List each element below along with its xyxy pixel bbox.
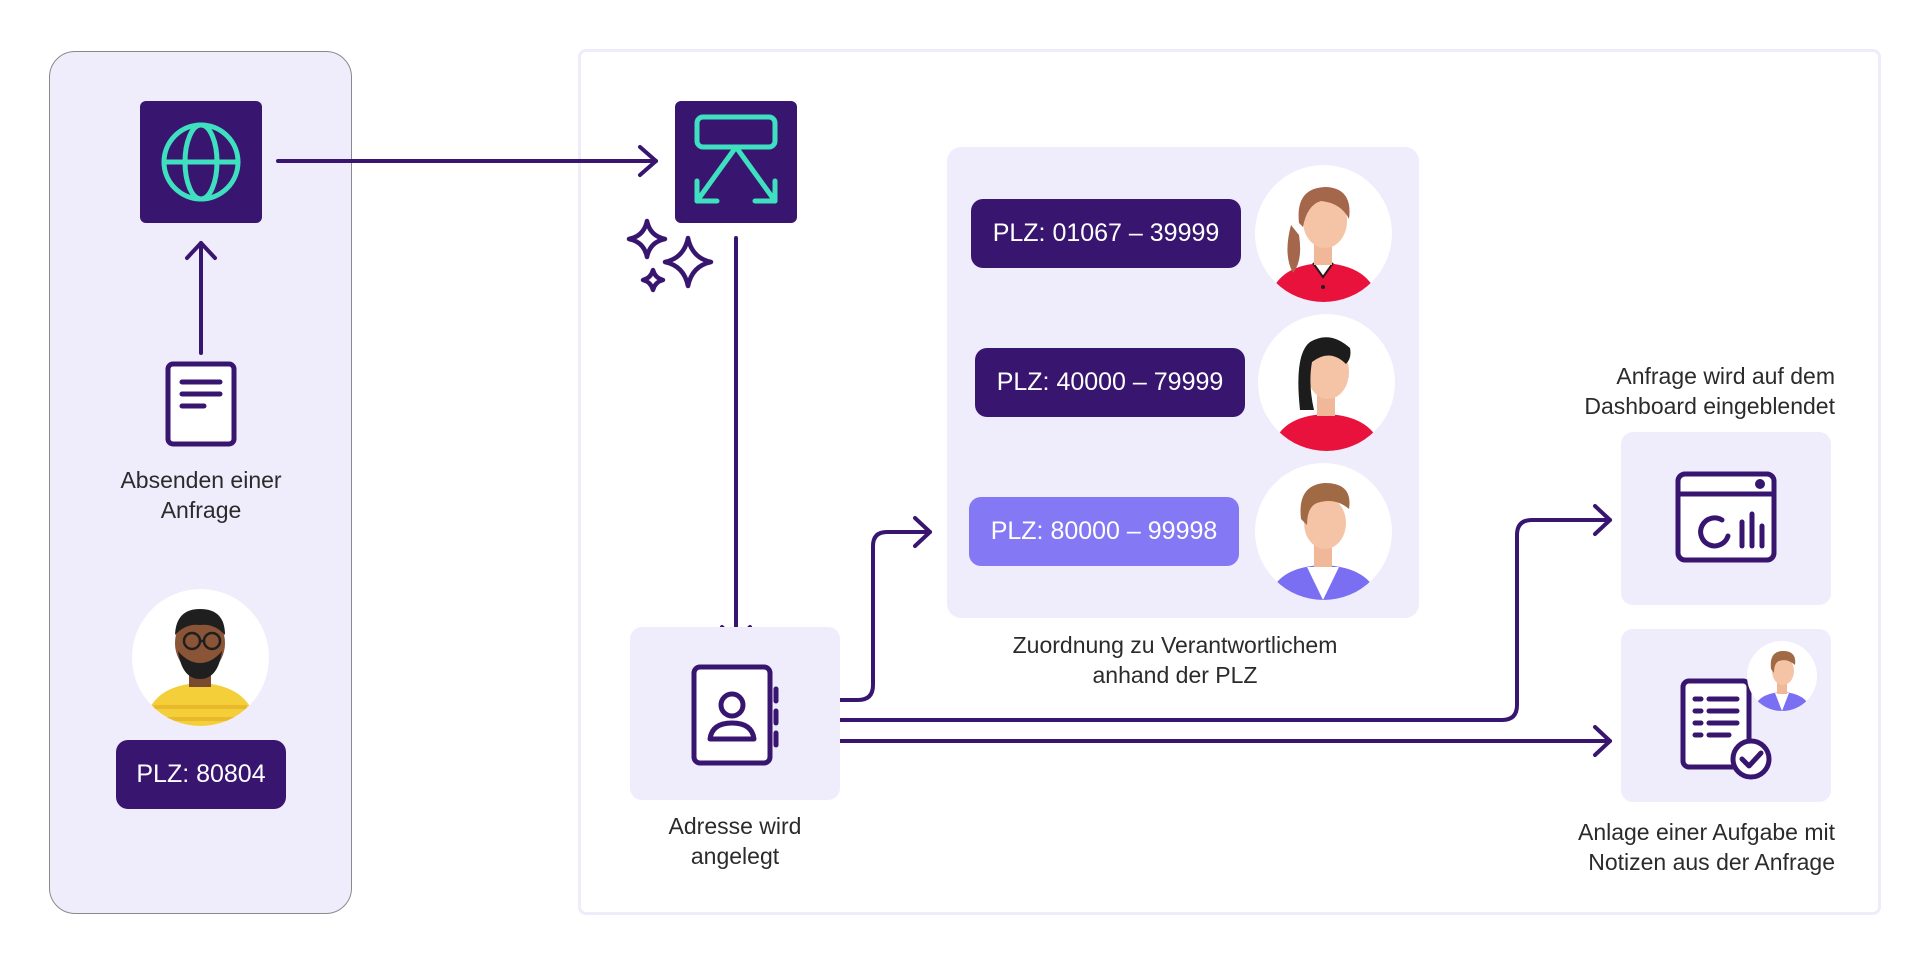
document-icon [165,361,237,447]
customer-avatar [132,589,269,726]
step-submit-label: Absenden einer Anfrage [120,467,282,523]
distribution-tile [675,101,797,223]
arrow-router-to-address [720,236,752,644]
agent-avatar-1 [1255,165,1392,302]
web-form-tile [140,101,262,223]
assignee-avatar [1747,641,1817,711]
routing-caption: Zuordnung zu Verantwortlichem anhand der… [1012,632,1338,688]
arrow-web-to-router [276,145,658,177]
dashboard-card [1621,432,1831,605]
dashboard-caption: Anfrage wird auf dem Dashboard eingeblen… [1584,363,1835,419]
address-caption: Adresse wird angelegt [668,813,802,869]
split-routing-icon [694,114,778,204]
plz-range-pill-3: PLZ: 80000 – 99998 [969,497,1239,566]
arrow-address-to-routing [828,516,932,702]
arrow-address-to-task [828,725,1612,757]
sparkles-icon [626,218,714,293]
globe-icon [161,122,241,202]
plz-range-pill-2: PLZ: 40000 – 79999 [975,348,1245,417]
agent-avatar-3 [1255,463,1392,600]
arrow-address-to-dashboard [828,504,1612,722]
arrow-doc-to-web [185,241,217,355]
task-checklist-icon [1680,678,1772,780]
address-book-icon [691,664,779,766]
task-card [1621,629,1831,802]
address-card [630,627,840,800]
task-caption: Anlage einer Aufgabe mit Notizen aus der… [1577,819,1835,875]
agent-avatar-2 [1258,314,1395,451]
customer-plz-badge: PLZ: 80804 [116,740,286,809]
plz-range-pill-1: PLZ: 01067 – 39999 [971,199,1241,268]
dashboard-icon [1675,471,1777,563]
